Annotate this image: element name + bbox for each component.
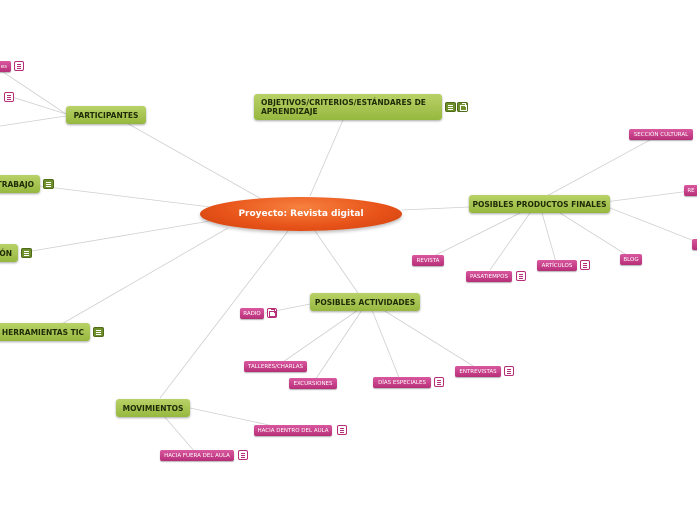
subtopic-hacia-fuera-del-aula[interactable]: HACIA FUERA DEL AULA [160, 450, 234, 461]
topic-herramientas-label: HERRAMIENTAS TIC [1, 327, 84, 337]
topic-movimientos-label: MOVIMIENTOS [122, 403, 184, 413]
subtopic-dias-especiales[interactable]: DÍAS ESPECIALES [373, 377, 431, 388]
subtopic-revista-label: REVISTA [416, 257, 440, 264]
subtopic-articulos[interactable]: ARTÍCULOS [537, 260, 577, 271]
topic-evaluacion-label: ÓN [0, 248, 12, 258]
subtopic-seccion-cultural-label: SECCIÓN CULTURAL [633, 131, 689, 138]
notes-icon[interactable] [238, 450, 248, 460]
notes-icon[interactable] [434, 377, 444, 387]
topic-herramientas-tic[interactable]: HERRAMIENTAS TIC [0, 323, 90, 341]
link-icon[interactable] [267, 308, 277, 318]
topic-evaluacion[interactable]: ÓN [0, 244, 18, 262]
subtopic-blog[interactable]: BLOG [620, 254, 642, 265]
topic-participantes-label: PARTICIPANTES [73, 110, 139, 120]
subtopic-productos-cut[interactable]: RE [684, 185, 697, 196]
notes-icon[interactable] [504, 366, 514, 376]
subtopic-dentro-label: HACIA DENTRO DEL AULA [257, 427, 329, 434]
subtopic-pasatiempos-label: PASATIEMPOS [470, 273, 508, 280]
subtopic-productos-edge[interactable] [692, 239, 697, 250]
subtopic-hacia-dentro-del-aula[interactable]: HACIA DENTRO DEL AULA [254, 425, 332, 436]
topic-participantes[interactable]: PARTICIPANTES [66, 106, 146, 124]
central-topic-label: Proyecto: Revista digital [238, 209, 364, 219]
subtopic-seccion-cultural[interactable]: SECCIÓN CULTURAL [629, 129, 693, 140]
notes-icon[interactable] [21, 248, 32, 258]
topic-objetivos-label: OBJETIVOS/CRITERIOS/ESTÁNDARES DE APREND… [261, 98, 426, 116]
topic-movimientos[interactable]: MOVIMIENTOS [116, 399, 190, 417]
notes-icon[interactable] [14, 61, 24, 71]
subtopic-articulos-label: ARTÍCULOS [541, 262, 573, 269]
topic-trabajo[interactable]: TRABAJO [0, 175, 40, 193]
notes-icon[interactable] [580, 260, 590, 270]
topic-posibles-productos-finales[interactable]: POSIBLES PRODUCTOS FINALES [469, 195, 610, 213]
subtopic-participantes-1[interactable]: es [0, 61, 11, 72]
topic-productos-label: POSIBLES PRODUCTOS FINALES [472, 199, 607, 209]
notes-icon[interactable] [93, 327, 104, 337]
subtopic-pasatiempos[interactable]: PASATIEMPOS [466, 271, 512, 282]
subtopic-participantes-1-label: es [0, 63, 7, 70]
subtopic-entrevistas-label: ENTREVISTAS [459, 368, 497, 375]
subtopic-radio[interactable]: RADIO [240, 308, 264, 319]
notes-icon[interactable] [337, 425, 347, 435]
subtopic-excursiones[interactable]: EXCURSIONES [289, 378, 337, 389]
subtopic-radio-label: RADIO [243, 310, 261, 317]
subtopic-fuera-label: HACIA FUERA DEL AULA [164, 452, 230, 459]
topic-actividades-label: POSIBLES ACTIVIDADES [314, 297, 416, 307]
central-topic[interactable]: Proyecto: Revista digital [200, 197, 402, 231]
notes-icon[interactable] [43, 179, 54, 189]
subtopic-revista[interactable]: REVISTA [412, 255, 444, 266]
link-icon[interactable] [457, 102, 468, 112]
notes-icon[interactable] [516, 271, 526, 281]
subtopic-dias-label: DÍAS ESPECIALES [378, 379, 426, 386]
notes-icon[interactable] [4, 92, 14, 102]
subtopic-excursiones-label: EXCURSIONES [293, 380, 333, 387]
subtopic-blog-label: BLOG [623, 256, 639, 263]
topic-objetivos[interactable]: OBJETIVOS/CRITERIOS/ESTÁNDARES DE APREND… [254, 94, 442, 120]
topic-trabajo-label: TRABAJO [0, 179, 34, 189]
subtopic-talleres-charlas[interactable]: TALLERES/CHARLAS [244, 361, 307, 372]
subtopic-talleres-label: TALLERES/CHARLAS [248, 363, 303, 370]
subtopic-entrevistas[interactable]: ENTREVISTAS [455, 366, 501, 377]
notes-icon[interactable] [445, 102, 456, 112]
subtopic-productos-cut-label: RE [687, 187, 695, 194]
topic-posibles-actividades[interactable]: POSIBLES ACTIVIDADES [310, 293, 420, 311]
